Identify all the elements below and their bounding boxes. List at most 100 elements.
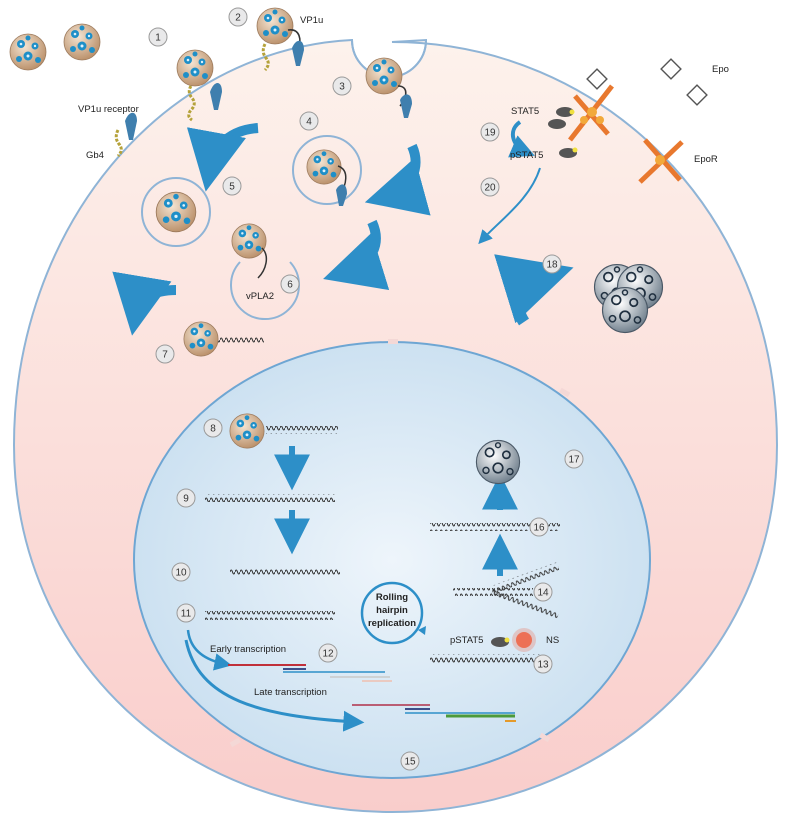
step-badge [176, 488, 196, 508]
step-number: 15 [404, 757, 416, 768]
virion-capsid [176, 49, 214, 87]
step-number: 7 [162, 350, 168, 361]
step-badge [171, 562, 191, 582]
step-number: 2 [235, 13, 241, 24]
step-number: 10 [175, 568, 187, 579]
gb4-receptor-chain [187, 85, 196, 122]
step-number: 16 [533, 523, 545, 534]
dsdna-genome [230, 568, 340, 577]
step-badge [480, 122, 500, 142]
label-vpla2: vPLA2 [246, 291, 274, 302]
arrow-step-4b [364, 143, 431, 216]
uncoating-capsid [183, 321, 219, 357]
ssdna-genome [205, 494, 335, 502]
step-badge [533, 654, 553, 674]
early-transcription-arrow [186, 629, 232, 671]
nuclear-pore [539, 732, 551, 743]
label-epo: Epo [712, 64, 729, 75]
late-transcription-arrow [184, 639, 365, 732]
step-badge [564, 449, 584, 469]
packaged-virion [475, 439, 521, 485]
step-number: 12 [322, 649, 334, 660]
epor-receptor [638, 138, 684, 184]
epor-receptor-active [568, 84, 614, 142]
progeny-virion [601, 286, 649, 334]
step-badge [542, 254, 562, 274]
nuclear-pore [559, 387, 571, 398]
late-transcripts [352, 704, 516, 722]
label-gb4: Gb4 [86, 150, 104, 161]
step-badge [529, 517, 549, 537]
label-epor: EpoR [694, 154, 718, 165]
viral-genome-icon [218, 336, 264, 344]
step-badge [480, 177, 500, 197]
vp1u-receptor-icon [210, 83, 222, 110]
step-number: 18 [546, 260, 558, 271]
virion-capsid [365, 57, 403, 95]
epo-icon [686, 84, 708, 106]
early-transcripts [228, 664, 392, 682]
arrow-step-4 [186, 123, 259, 192]
step-badge [318, 643, 338, 663]
step-badge [228, 7, 248, 27]
endosome-step-4 [292, 135, 362, 205]
step-number: 6 [287, 280, 293, 291]
gb4-icon [114, 129, 123, 158]
step-badge [332, 76, 352, 96]
label-replication: replication [368, 618, 416, 629]
arrow-step-18 [494, 254, 574, 326]
arrow-step-20 [478, 167, 541, 245]
arrow-step-19 [508, 120, 535, 158]
step-badge [299, 111, 319, 131]
nucleus [133, 341, 651, 779]
step-number: 13 [537, 660, 549, 671]
step-number: 8 [210, 424, 216, 435]
ns-protein-icon [516, 632, 532, 648]
stat5-icon [548, 119, 566, 129]
step-number: 14 [537, 588, 549, 599]
nuclear-pore [229, 737, 241, 748]
step-badge [155, 344, 175, 364]
label-late-transcription: Late transcription [254, 687, 327, 698]
step-number: 1 [155, 33, 161, 44]
step-number: 9 [183, 494, 189, 505]
step-number: 3 [339, 82, 345, 93]
virion-capsid [9, 33, 47, 71]
step-badge [533, 582, 553, 602]
arrow-step-7 [112, 271, 177, 336]
label-pstat5-cytoplasm: pSTAT5 [510, 150, 543, 161]
label-early-transcription: Early transcription [210, 644, 286, 655]
rolling-hairpin-cycle [360, 581, 424, 645]
stat5-icon [556, 107, 574, 117]
label-vp1u-receptor: VP1u receptor [78, 104, 139, 115]
nuclear-pore [388, 339, 398, 344]
label-hairpin: hairpin [376, 605, 408, 616]
step-number: 11 [181, 609, 192, 620]
label-pstat5-nucleus: pSTAT5 [450, 635, 483, 646]
virion-capsid [256, 7, 294, 45]
label-stat5: STAT5 [511, 106, 539, 117]
transcription-template [205, 611, 335, 620]
epo-icon [586, 68, 608, 90]
label-vp1u: VP1u [300, 15, 323, 26]
label-rolling: Rolling [376, 592, 408, 603]
step-number: 17 [568, 455, 580, 466]
replicating-dna [430, 654, 540, 663]
step-badge [176, 603, 196, 623]
step-number: 5 [229, 182, 235, 193]
step-badge [400, 751, 420, 771]
step-badge [222, 176, 242, 196]
pstat5-icon [559, 148, 577, 158]
step-number: 19 [484, 128, 496, 139]
step-badge [280, 274, 300, 294]
epo-icon [660, 58, 682, 80]
vp1u-receptor-icon [125, 112, 137, 140]
virion-capsid [63, 23, 101, 61]
arrow-step-6 [323, 219, 390, 291]
endosome-step-5 [141, 177, 211, 247]
step-number: 20 [484, 183, 496, 194]
step-badge [148, 27, 168, 47]
